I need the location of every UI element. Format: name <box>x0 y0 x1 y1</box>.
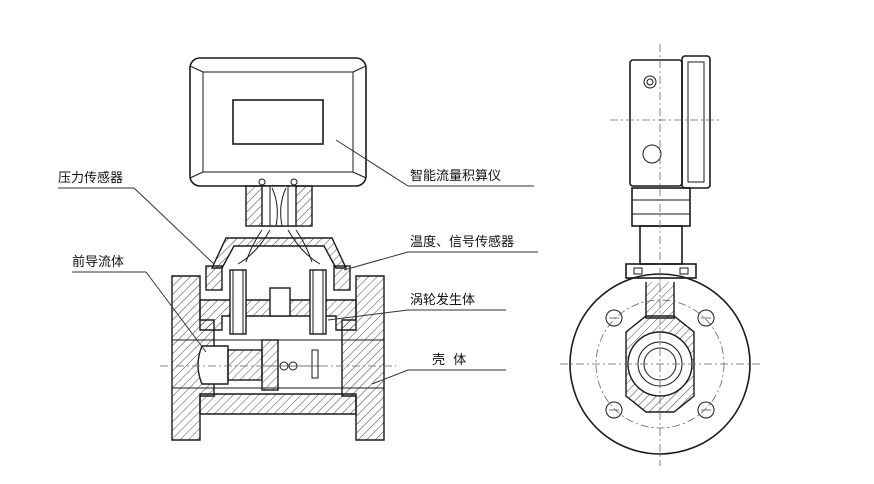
side-neck <box>625 187 697 279</box>
sensor-probes <box>205 265 351 335</box>
label-vortex-generator: 涡轮发生体 <box>410 292 475 308</box>
label-housing: 壳 体 <box>432 353 466 368</box>
label-totalizer: 智能流量积算仪 <box>410 169 501 184</box>
side-view <box>560 44 762 466</box>
leader-lines <box>58 139 538 385</box>
totalizer-display-unit <box>189 57 367 187</box>
sensor-cover <box>210 229 348 269</box>
stem <box>245 185 313 227</box>
side-display-box <box>629 55 711 189</box>
label-temp-signal-sensor: 温度、信号传感器 <box>410 234 514 250</box>
label-front-straightener: 前导流体 <box>72 254 124 270</box>
label-pressure-sensor: 压力传感器 <box>58 170 123 186</box>
section-view <box>160 57 396 441</box>
internals <box>197 339 320 391</box>
